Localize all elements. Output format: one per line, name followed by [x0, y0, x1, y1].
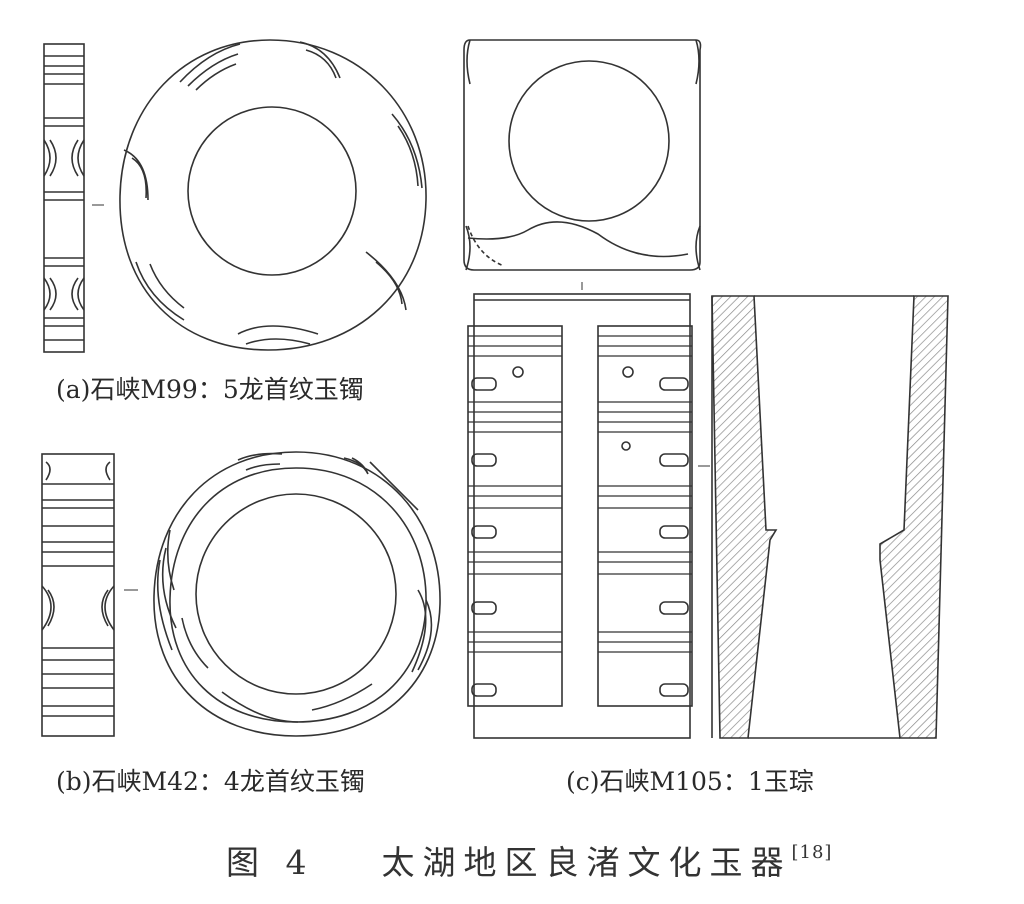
caption-panel-b: (b)石峡M42：4龙首纹玉镯	[56, 767, 365, 796]
bracelet-a-side-view	[43, 43, 104, 353]
caption-panel-a: (a)石峡M99：5龙首纹玉镯	[56, 375, 364, 404]
figure-title: 太湖地区良渚文化玉器	[381, 843, 792, 882]
bracelet-b-side-view	[41, 453, 138, 737]
bracelet-b-top-view	[153, 451, 441, 737]
cong-top-view	[463, 39, 702, 290]
bracelet-a-top-view	[119, 39, 427, 351]
figure-title-line: 图 4 太湖地区良渚文化玉器[18]	[226, 836, 832, 884]
figure-number: 图 4	[226, 843, 315, 882]
cong-cross-section	[711, 295, 949, 739]
cong-front-view	[467, 293, 710, 739]
figure-reference: [18]	[791, 842, 833, 863]
caption-panel-c: (c)石峡M105：1玉琮	[566, 767, 814, 796]
